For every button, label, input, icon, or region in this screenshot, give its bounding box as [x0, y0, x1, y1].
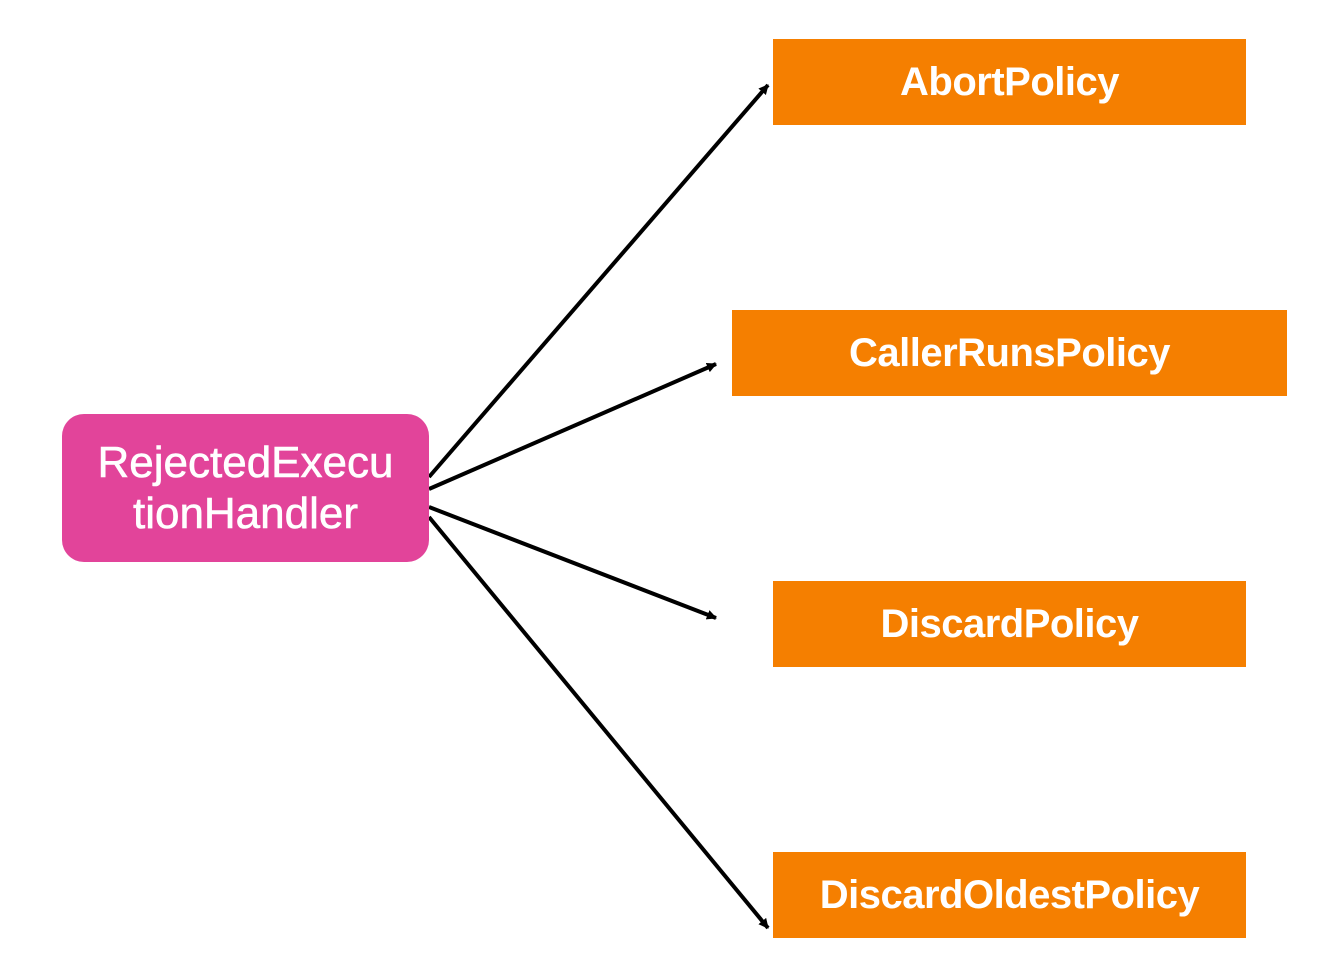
- source-node-label: RejectedExecu tionHandler: [97, 437, 394, 539]
- source-node-rejected-execution-handler: RejectedExecu tionHandler: [62, 414, 429, 562]
- target-node-abort-policy: AbortPolicy: [773, 39, 1246, 125]
- source-node-label-line1: RejectedExecu: [97, 437, 394, 488]
- source-node-label-line2: tionHandler: [132, 489, 359, 539]
- target-node-caller-runs-policy: CallerRunsPolicy: [732, 310, 1287, 396]
- target-node-label: CallerRunsPolicy: [848, 330, 1171, 375]
- target-node-label: DiscardOldestPolicy: [819, 872, 1200, 917]
- arrow-to-abort-policy: [427, 83, 770, 479]
- target-node-label: DiscardPolicy: [880, 601, 1139, 646]
- target-node-discard-oldest-policy: DiscardOldestPolicy: [773, 852, 1246, 938]
- arrow-to-caller-runs-policy: [428, 362, 717, 491]
- arrow-to-discard-oldest-policy: [427, 515, 770, 930]
- target-node-label: AbortPolicy: [900, 59, 1119, 104]
- arrow-to-discard-policy: [428, 505, 717, 620]
- target-node-discard-policy: DiscardPolicy: [773, 581, 1246, 667]
